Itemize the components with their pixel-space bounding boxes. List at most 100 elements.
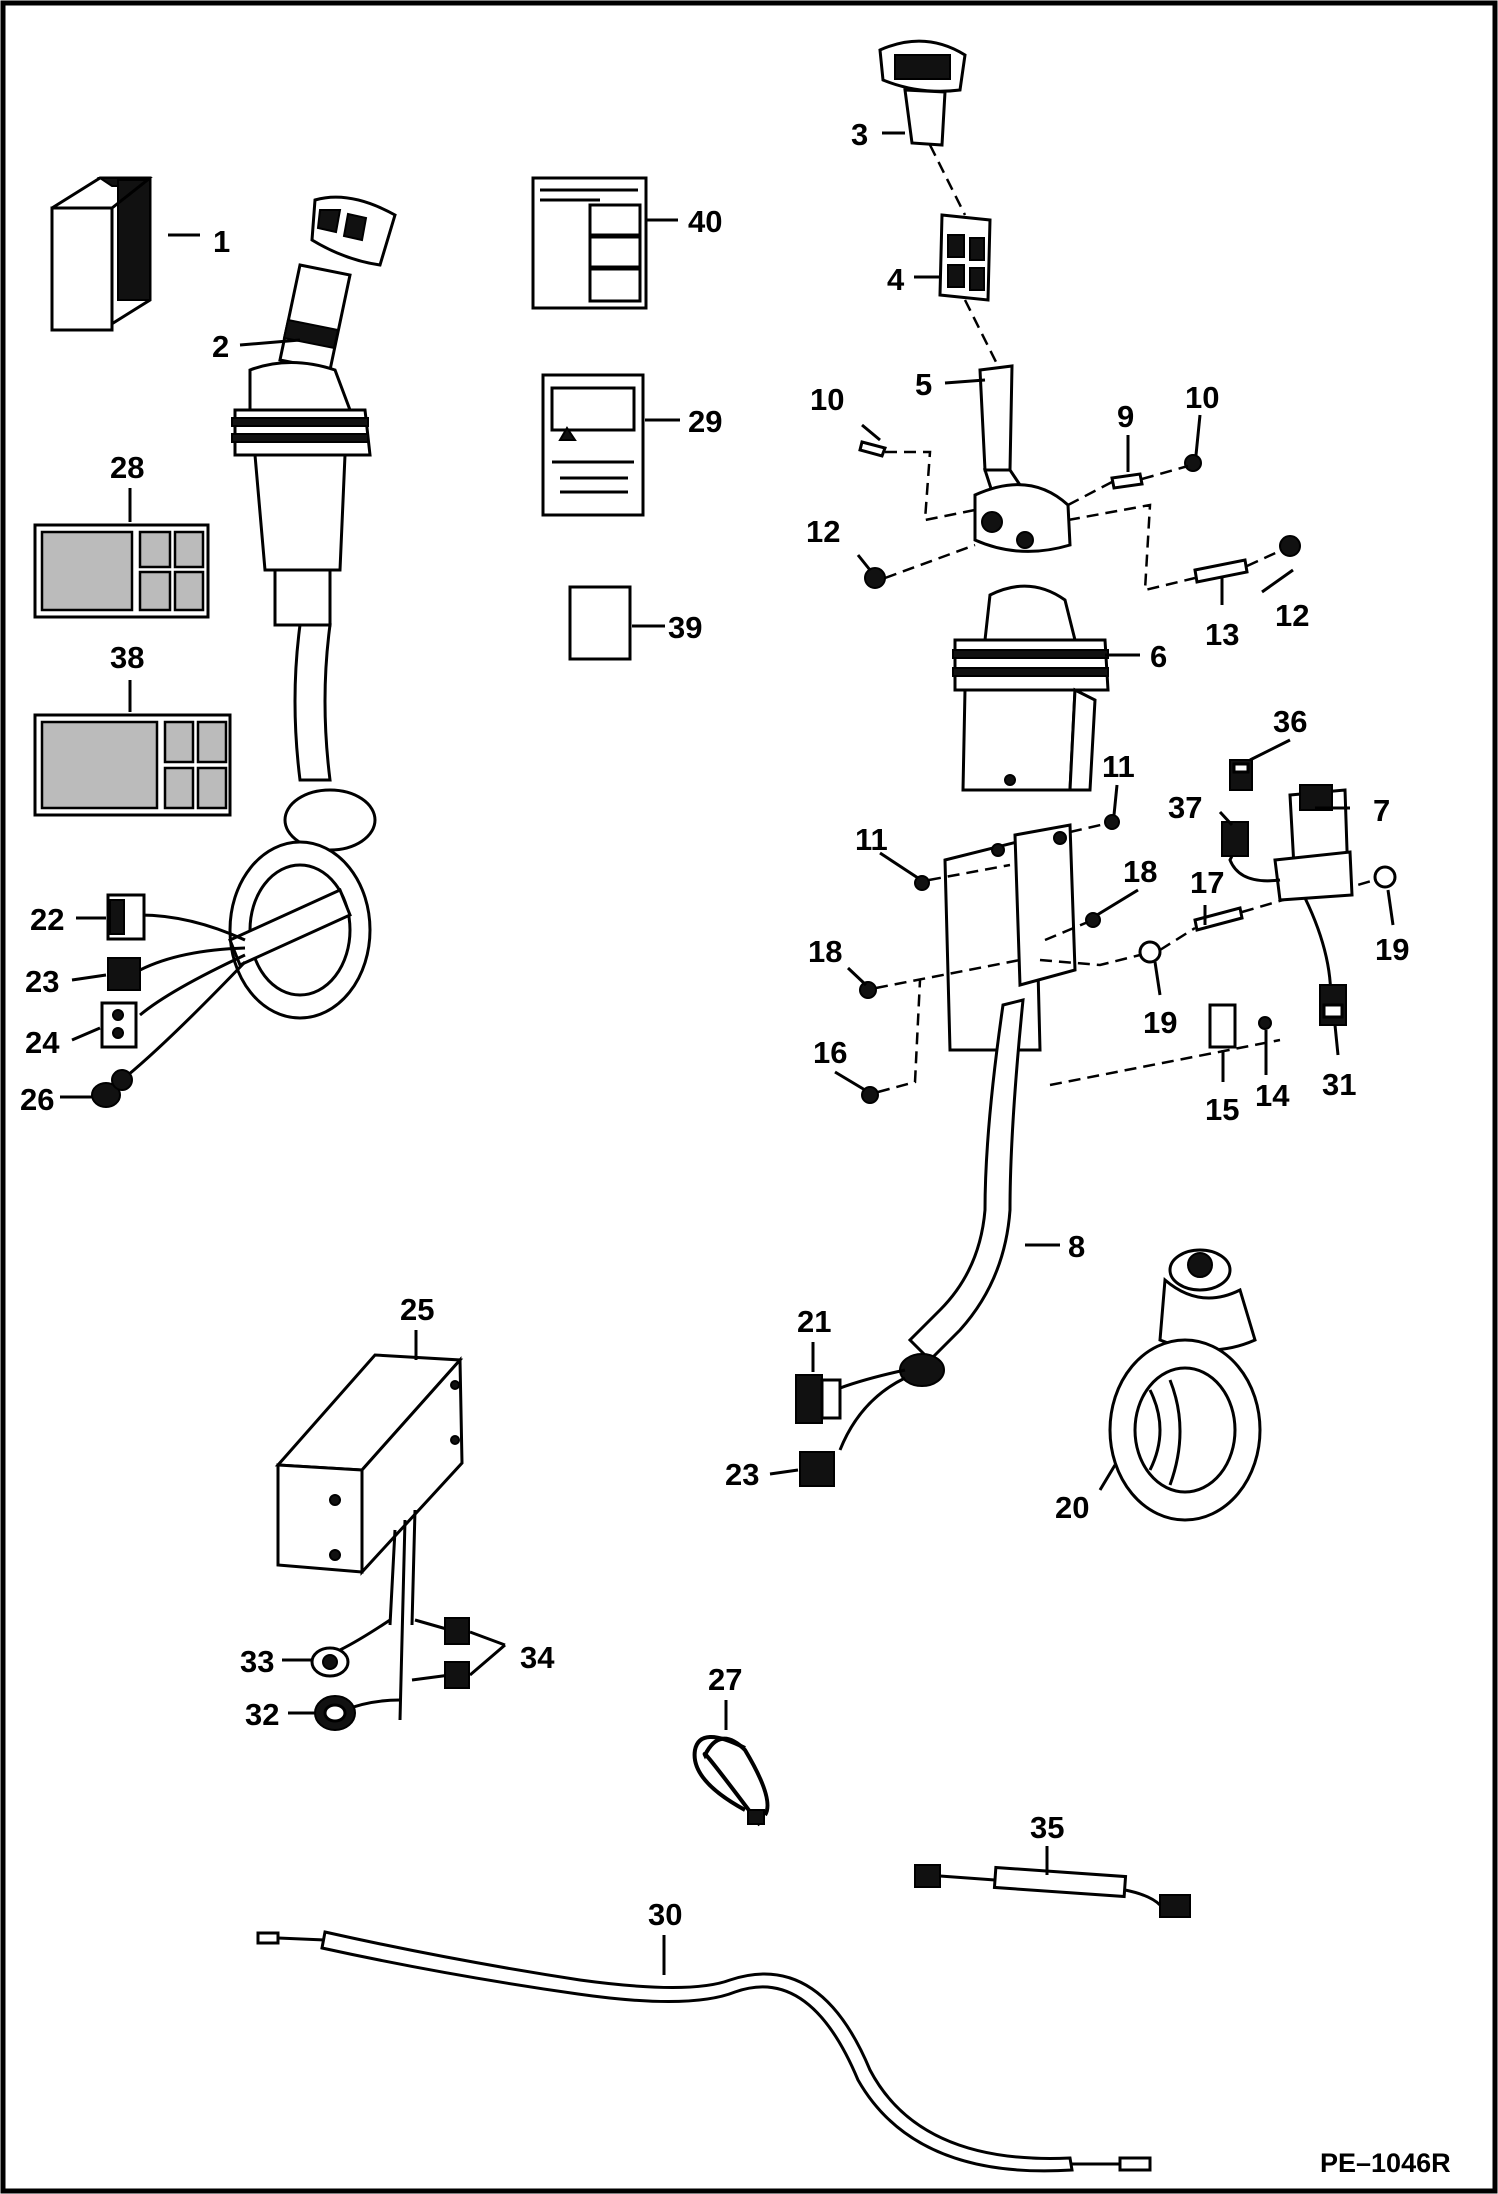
callout-10-right: 10 (1185, 380, 1219, 415)
part-17-pin (1193, 906, 1244, 932)
leader-18-right-callout (1096, 888, 1139, 917)
leader-11-left-callout (879, 851, 919, 880)
part-23-connector-left (107, 957, 141, 991)
part-20-boot-ring (1108, 1248, 1262, 1522)
part-23-connector-right (799, 1451, 835, 1487)
callout-37: 37 (1168, 790, 1202, 825)
leader-11-right-callout (1112, 784, 1119, 816)
callout-4: 4 (887, 262, 905, 297)
leader-5 (944, 378, 986, 385)
callout-10-left: 10 (810, 382, 844, 417)
part-33-connector (310, 1646, 350, 1678)
part-14-nut (1258, 1016, 1272, 1030)
callout-30: 30 (648, 1897, 682, 1932)
leader-31 (1333, 1024, 1340, 1056)
part-5-lever (973, 364, 1072, 553)
callout-29: 29 (688, 404, 722, 439)
part-10-bolt-left (858, 440, 887, 458)
leader-12-5 (884, 543, 976, 580)
part-32-connector (314, 1695, 356, 1731)
part-6-boot (952, 584, 1110, 792)
part-13-pin (1193, 558, 1249, 584)
leader-10-left-callout (861, 423, 881, 442)
part-38-decal (33, 713, 232, 817)
part-29-decal (541, 373, 645, 517)
callout-2: 2 (212, 329, 229, 364)
callout-13: 13 (1205, 617, 1239, 652)
part-22-connector (106, 893, 146, 941)
part-36-connector (1229, 759, 1253, 791)
part-15-plate (1208, 1003, 1237, 1049)
leader-10-right (1194, 414, 1202, 456)
callout-31: 31 (1322, 1067, 1356, 1102)
callout-19-left: 19 (1143, 1005, 1177, 1040)
leader-20 (1098, 1464, 1117, 1491)
callout-22: 22 (30, 902, 64, 937)
callout-38: 38 (110, 640, 144, 675)
part-18-bolt-right (1085, 912, 1101, 928)
callout-1: 1 (213, 224, 230, 259)
leader-23-left (71, 973, 107, 982)
callout-33: 33 (240, 1644, 274, 1679)
leader-19-left (1039, 953, 1141, 967)
part-12-nut-left (864, 567, 886, 589)
figure-code: PE–1046R (1320, 2148, 1451, 2178)
part-10-nut-right (1184, 454, 1202, 472)
callout-32: 32 (245, 1697, 279, 1732)
leader-18-left-callout (846, 966, 868, 987)
part-34-connectors (444, 1617, 470, 1689)
callout-16: 16 (813, 1035, 847, 1070)
callout-14: 14 (1255, 1078, 1290, 1113)
part-9-pin (1110, 472, 1144, 490)
callout-12-left: 12 (806, 514, 840, 549)
callout-18-left: 18 (808, 934, 842, 969)
callout-12-right: 12 (1275, 598, 1309, 633)
part-8-lever-base (834, 823, 1077, 1451)
part-1-manual (50, 176, 153, 332)
part-11-bolt-left (914, 875, 930, 891)
part-39-decal (568, 585, 632, 661)
part-16-nut (861, 1086, 879, 1104)
callout-15: 15 (1205, 1092, 1239, 1127)
leader-19-17 (1159, 926, 1196, 952)
leader-5-9 (1067, 480, 1113, 507)
leader-34 (469, 1630, 506, 1677)
part-28-decal (33, 523, 210, 619)
callout-9: 9 (1117, 399, 1134, 434)
callout-5: 5 (915, 367, 932, 402)
part-40-decal (531, 176, 648, 310)
leader-12-right-callout (1261, 568, 1294, 594)
leader-14-15 (1049, 1038, 1281, 1087)
callout-27: 27 (708, 1662, 742, 1697)
part-4-switch (938, 213, 992, 302)
leader-18-right (1044, 920, 1089, 942)
leader-36 (1249, 738, 1291, 762)
callout-11-right: 11 (1102, 749, 1135, 784)
leader-9-10 (1141, 464, 1189, 481)
part-19-washer-right (1373, 865, 1397, 889)
callout-25: 25 (400, 1292, 434, 1327)
callout-21: 21 (797, 1304, 831, 1339)
callout-34: 34 (520, 1640, 555, 1675)
callout-18-right: 18 (1123, 854, 1157, 889)
part-12-nut-right (1279, 535, 1301, 557)
part-11-bolt-right (1104, 814, 1120, 830)
leader-13-12 (1246, 548, 1283, 568)
leader-19-right-callout (1386, 889, 1395, 926)
leader-23-right (769, 1468, 799, 1476)
part-18-bolt-left (859, 981, 877, 999)
callout-23-left: 23 (25, 964, 59, 999)
leader-16-callout (834, 1070, 866, 1092)
leader-4-5 (963, 299, 1002, 371)
part-35-cable (914, 1864, 1191, 1918)
callout-40: 40 (688, 204, 722, 239)
part-30-cable (256, 1930, 1152, 2173)
callout-3: 3 (851, 117, 868, 152)
part-7-switch (1228, 784, 1354, 1011)
part-2-joystick-assembly (127, 195, 397, 1077)
callout-8: 8 (1068, 1229, 1085, 1264)
callout-28: 28 (110, 450, 144, 485)
part-19-washer-left (1138, 940, 1162, 964)
part-27-strap (692, 1735, 770, 1827)
